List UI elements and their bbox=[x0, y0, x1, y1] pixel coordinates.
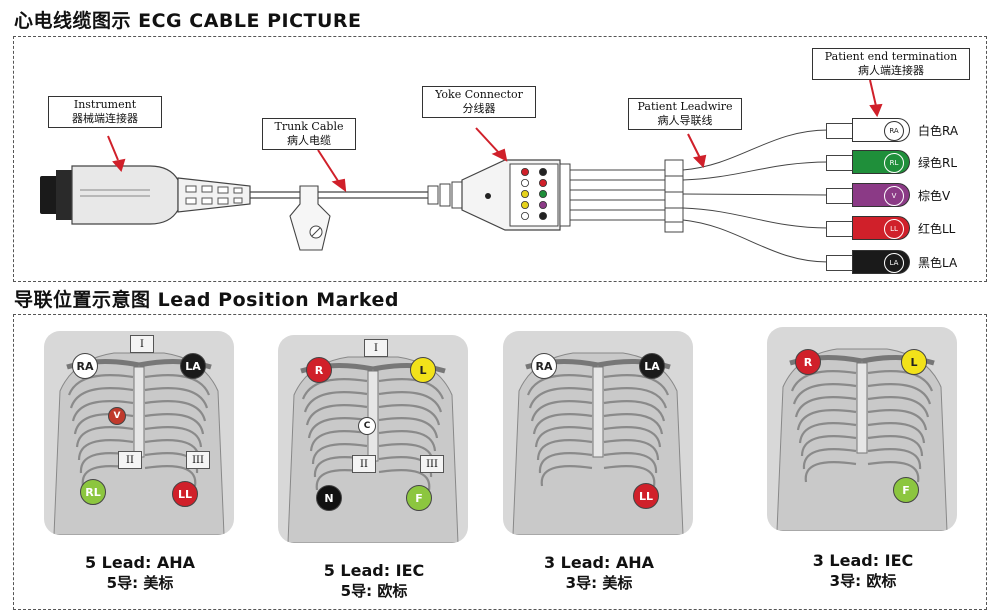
lead-marker-iii: III bbox=[420, 455, 444, 473]
lead-marker-ii: II bbox=[352, 455, 376, 473]
yoke-connector bbox=[427, 159, 571, 231]
lead-tag-v: V bbox=[884, 186, 904, 206]
diagram-caption: 5 Lead: IEC 5导: 欧标 bbox=[294, 561, 454, 601]
yoke-dot bbox=[539, 211, 548, 220]
caption-line2: 5导: 美标 bbox=[106, 574, 174, 592]
lead-tag-la: LA bbox=[884, 253, 904, 273]
electrode-c: C bbox=[358, 417, 376, 435]
lead-color-label: 绿色RL bbox=[918, 156, 958, 170]
caption-line1: 5 Lead: AHA bbox=[84, 553, 196, 572]
electrode-r: R bbox=[306, 357, 332, 383]
lead-tag-ra: RA bbox=[884, 121, 904, 141]
lead-plug bbox=[826, 123, 854, 139]
termination-callout-cn: 病人端连接器 bbox=[858, 64, 924, 77]
electrode-r: R bbox=[795, 349, 821, 375]
yoke-dot bbox=[521, 200, 530, 209]
electrode-ra: RA bbox=[72, 353, 98, 379]
leadwire-callout-cn: 病人导联线 bbox=[657, 114, 713, 127]
electrode-v: V bbox=[108, 407, 126, 425]
lead-color-label: 白色RA bbox=[918, 124, 959, 138]
electrode-la: LA bbox=[639, 353, 665, 379]
electrode-ra: RA bbox=[531, 353, 557, 379]
lead-termination-ra: RA 白色RA bbox=[826, 118, 976, 142]
torso-diagram: RA LA LL bbox=[503, 331, 693, 535]
lead-termination-v: V 棕色V bbox=[826, 183, 976, 207]
instrument-callout-en: Instrument bbox=[73, 98, 137, 111]
yoke-dot bbox=[521, 178, 530, 187]
caption-line1: 3 Lead: IEC bbox=[812, 551, 914, 570]
diagram-caption: 5 Lead: AHA 5导: 美标 bbox=[60, 553, 220, 593]
instrument-callout: Instrument 器械端连接器 bbox=[48, 96, 162, 128]
instrument-callout-cn: 器械端连接器 bbox=[72, 112, 138, 125]
lead-tag-ll: LL bbox=[884, 219, 904, 239]
yoke-dot bbox=[521, 167, 530, 176]
leadwire-bundle bbox=[570, 129, 829, 263]
caption-line1: 3 Lead: AHA bbox=[543, 553, 655, 572]
lead-plug bbox=[826, 255, 854, 271]
yoke-dot bbox=[521, 189, 530, 198]
yoke-callout: Yoke Connector 分线器 bbox=[422, 86, 536, 118]
electrode-n: N bbox=[316, 485, 342, 511]
yoke-dot bbox=[539, 200, 548, 209]
yoke-dot bbox=[539, 189, 548, 198]
lead-color-label: 黑色LA bbox=[918, 256, 958, 270]
electrode-l: L bbox=[410, 357, 436, 383]
lead-plug bbox=[826, 188, 854, 204]
caption-line1: 5 Lead: IEC bbox=[323, 561, 425, 580]
trunk-cable bbox=[250, 185, 428, 251]
trunk-callout-en: Trunk Cable bbox=[274, 120, 344, 133]
leadwire-callout-en: Patient Leadwire bbox=[637, 100, 733, 113]
lead-marker-i: I bbox=[130, 335, 154, 353]
diagram-caption: 3 Lead: AHA 3导: 美标 bbox=[519, 553, 679, 593]
lead-termination-rl: RL 绿色RL bbox=[826, 150, 976, 174]
lead-color-label: 棕色V bbox=[918, 189, 951, 203]
lead-tag-rl: RL bbox=[884, 153, 904, 173]
cable-panel bbox=[13, 36, 987, 282]
electrode-ll: LL bbox=[633, 483, 659, 509]
yoke-callout-cn: 分线器 bbox=[462, 102, 496, 115]
lead-marker-i: I bbox=[364, 339, 388, 357]
electrode-f: F bbox=[893, 477, 919, 503]
cable-section-title: 心电线缆图示 ECG CABLE PICTURE bbox=[14, 10, 362, 32]
lead-plug bbox=[826, 155, 854, 171]
electrode-ll: LL bbox=[172, 481, 198, 507]
lead-termination-la: LA 黑色LA bbox=[826, 250, 976, 274]
torso-diagram: R L F bbox=[767, 327, 957, 531]
trunk-callout-cn: 病人电缆 bbox=[287, 134, 331, 147]
caption-line2: 3导: 美标 bbox=[565, 574, 633, 592]
yoke-callout-en: Yoke Connector bbox=[435, 88, 523, 101]
yoke-dot bbox=[539, 167, 548, 176]
yoke-dot bbox=[539, 178, 548, 187]
instrument-connector bbox=[40, 165, 251, 225]
leadwire-callout: Patient Leadwire 病人导联线 bbox=[628, 98, 742, 130]
termination-callout-en: Patient end termination bbox=[824, 50, 958, 63]
electrode-l: L bbox=[901, 349, 927, 375]
electrode-la: LA bbox=[180, 353, 206, 379]
lead-termination-ll: LL 红色LL bbox=[826, 216, 976, 240]
position-section-title: 导联位置示意图 Lead Position Marked bbox=[14, 289, 399, 311]
diagram-caption: 3 Lead: IEC 3导: 欧标 bbox=[783, 551, 943, 591]
lead-plug bbox=[826, 221, 854, 237]
lead-marker-iii: III bbox=[186, 451, 210, 469]
caption-line2: 5导: 欧标 bbox=[340, 582, 408, 600]
electrode-rl: RL bbox=[80, 479, 106, 505]
trunk-callout: Trunk Cable 病人电缆 bbox=[262, 118, 356, 150]
ecg-cable-drawing bbox=[40, 79, 883, 263]
yoke-dot bbox=[521, 211, 530, 220]
electrode-f: F bbox=[406, 485, 432, 511]
caption-line2: 3导: 欧标 bbox=[829, 572, 897, 590]
termination-callout: Patient end termination 病人端连接器 bbox=[812, 48, 970, 80]
lead-color-label: 红色LL bbox=[918, 222, 956, 236]
lead-marker-ii: II bbox=[118, 451, 142, 469]
position-panel bbox=[13, 314, 987, 610]
